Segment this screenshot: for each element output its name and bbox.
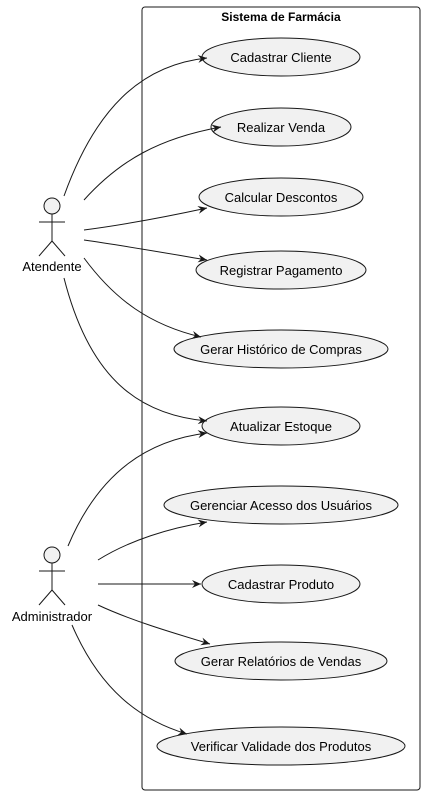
actor-atendente-left-leg [38, 240, 53, 257]
association-atendente-atualizar-estoque [63, 277, 208, 425]
association-atendente-registrar-pagamento [83, 239, 208, 263]
use-case-registrar-pagamento: Registrar Pagamento [195, 250, 367, 290]
use-case-realizar-venda-ellipse [210, 107, 352, 147]
use-case-gerar-historico: Gerar Histórico de Compras [173, 329, 389, 369]
use-case-atualizar-estoque-label: Atualizar Estoque [230, 419, 332, 434]
use-case-cadastrar-cliente-label: Cadastrar Cliente [230, 50, 331, 65]
system-boundary [141, 6, 421, 791]
use-case-verificar-validade-ellipse [156, 726, 406, 766]
use-case-atualizar-estoque-ellipse [201, 406, 361, 446]
association-atendente-realizar-venda [83, 124, 222, 201]
use-case-cadastrar-produto-ellipse [201, 564, 361, 604]
use-case-gerar-historico-label: Gerar Histórico de Compras [200, 342, 362, 357]
use-case-registrar-pagamento-label: Registrar Pagamento [220, 263, 343, 278]
use-case-cadastrar-produto: Cadastrar Produto [201, 564, 361, 604]
association-administrador-verificar-validade [71, 624, 188, 736]
association-atendente-gerar-historico [83, 257, 202, 339]
actor-atendente-label: Atendente [22, 259, 81, 274]
association-atendente-cadastrar-cliente [63, 54, 208, 197]
actor-administrador-left-leg [38, 589, 53, 606]
use-case-gerar-relatorios-ellipse [174, 641, 388, 681]
use-case-verificar-validade-label: Verificar Validade dos Produtos [191, 739, 372, 754]
actor-administrador [38, 546, 66, 606]
association-administrador-gerar-relatorios [97, 604, 211, 646]
use-case-realizar-venda: Realizar Venda [210, 107, 352, 147]
actor-administrador-label: Administrador [12, 609, 93, 624]
actor-administrador-right-leg [51, 589, 66, 606]
association-administrador-atualizar-estoque [67, 430, 208, 547]
use-case-gerenciar-acesso-label: Gerenciar Acesso dos Usuários [190, 498, 373, 513]
use-case-calcular-descontos: Calcular Descontos [198, 177, 364, 217]
actor-atendente-head [43, 197, 61, 215]
use-case-cadastrar-produto-label: Cadastrar Produto [228, 577, 334, 592]
actor-administrador-head [43, 546, 61, 564]
use-case-verificar-validade: Verificar Validade dos Produtos [156, 726, 406, 766]
actor-atendente [38, 197, 66, 257]
system-title: Sistema de Farmácia [221, 10, 341, 24]
use-case-atualizar-estoque: Atualizar Estoque [201, 406, 361, 446]
use-case-gerenciar-acesso: Gerenciar Acesso dos Usuários [163, 485, 399, 525]
use-case-gerar-historico-ellipse [173, 329, 389, 369]
use-case-gerar-relatorios: Gerar Relatórios de Vendas [174, 641, 388, 681]
associations-atendente [63, 54, 222, 425]
use-case-registrar-pagamento-ellipse [195, 250, 367, 290]
use-case-gerenciar-acesso-ellipse [163, 485, 399, 525]
association-atendente-calcular-descontos [83, 205, 208, 231]
use-case-cadastrar-cliente: Cadastrar Cliente [201, 37, 361, 77]
use-case-gerar-relatorios-label: Gerar Relatórios de Vendas [201, 654, 362, 669]
use-case-calcular-descontos-label: Calcular Descontos [225, 190, 338, 205]
use-case-realizar-venda-label: Realizar Venda [237, 120, 326, 135]
actor-atendente-right-leg [51, 240, 66, 257]
use-case-calcular-descontos-ellipse [198, 177, 364, 217]
association-administrador-gerenciar-acesso [97, 519, 208, 561]
associations-administrador [67, 430, 211, 736]
